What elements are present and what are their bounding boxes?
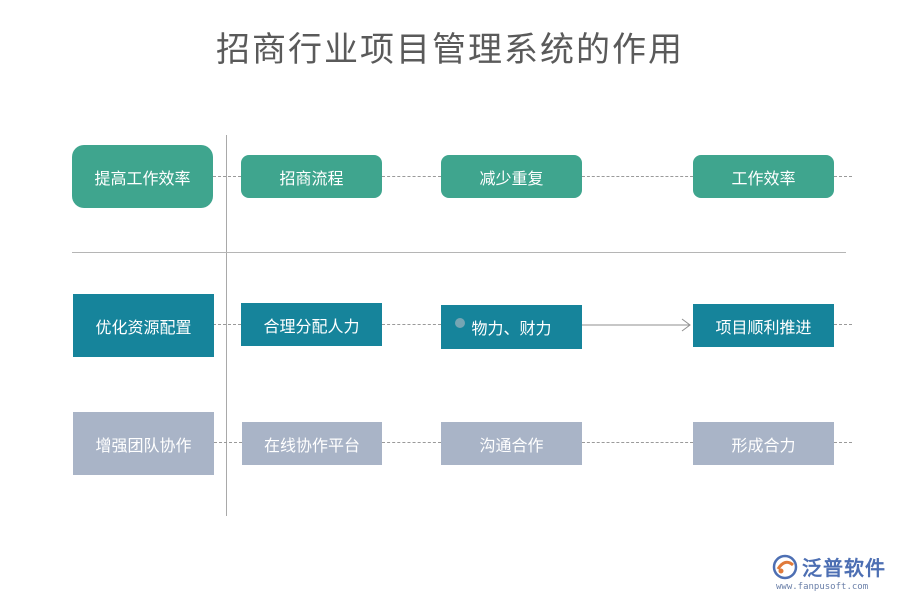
item-label: 沟通合作 [479, 435, 544, 455]
item-label: 工作效率 [731, 168, 796, 188]
item-box: 项目顺利推进 [693, 304, 834, 347]
item-label: 合理分配人力 [263, 316, 360, 336]
category-label: 提高工作效率 [94, 168, 191, 188]
category-label: 优化资源配置 [95, 317, 192, 337]
category-label: 增强团队协作 [95, 435, 192, 455]
category-team-collaboration: 增强团队协作 [73, 412, 214, 475]
item-label: 在线协作平台 [263, 435, 360, 455]
connector-line [213, 324, 241, 325]
connector-line [213, 176, 241, 177]
connector-line [382, 442, 441, 443]
item-box: 工作效率 [693, 155, 834, 198]
connector-line [382, 324, 441, 325]
item-box: 合理分配人力 [241, 303, 382, 346]
item-box: 招商流程 [241, 155, 382, 198]
logo-icon [772, 554, 798, 579]
item-label: 物力、财力 [471, 319, 552, 338]
connector-line [214, 442, 242, 443]
vertical-divider [226, 135, 227, 516]
item-label: 招商流程 [279, 168, 344, 188]
item-box: 形成合力 [693, 422, 834, 465]
category-improve-efficiency: 提高工作效率 [72, 145, 213, 208]
connector-line [834, 324, 852, 325]
item-box: 减少重复 [441, 155, 582, 198]
connector-line [834, 176, 852, 177]
connector-line [582, 442, 693, 443]
diagram-title: 招商行业项目管理系统的作用 [216, 30, 684, 70]
item-box: 沟通合作 [441, 422, 582, 465]
watermark-mark [455, 318, 465, 328]
item-label: 项目顺利推进 [715, 317, 812, 337]
connector-line [382, 176, 441, 177]
item-box: 在线协作平台 [242, 422, 382, 465]
brand-logo: 泛普软件 www.fanpusoft.com [772, 552, 886, 592]
item-label: 形成合力 [731, 435, 796, 455]
category-optimize-resources: 优化资源配置 [73, 294, 214, 357]
item-box: 物力、财力 [441, 305, 582, 349]
connector-line [582, 176, 693, 177]
logo-name: 泛普软件 [802, 556, 886, 580]
connector-line [834, 442, 852, 443]
logo-url: www.fanpusoft.com [776, 582, 869, 592]
item-label: 减少重复 [479, 168, 544, 188]
arrow-connector [582, 318, 691, 332]
horizontal-divider [72, 252, 846, 253]
